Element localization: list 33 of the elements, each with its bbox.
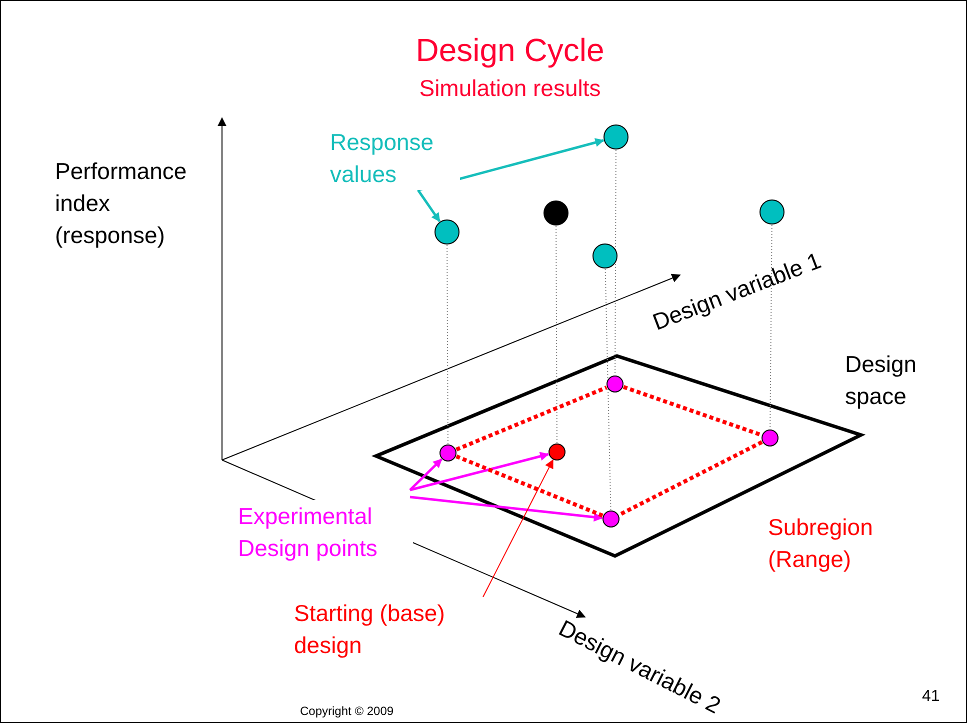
dotted-line: [622, 385, 762, 437]
drop-line: [770, 224, 772, 430]
point-marker: [434, 220, 460, 244]
point-marker: [440, 444, 456, 462]
dotted-line: [456, 386, 608, 452]
point-marker: [762, 430, 778, 446]
title: Design Cycle: [414, 31, 606, 70]
drop-line: [556, 226, 558, 444]
subtitle: Simulation results: [418, 74, 602, 103]
dotted-line: [456, 454, 604, 518]
page-number: 41: [922, 687, 941, 707]
arrow: [410, 452, 550, 492]
point-marker: [544, 200, 568, 226]
point-marker: [602, 510, 620, 528]
point-marker: [604, 124, 628, 150]
drop-line: [446, 244, 448, 444]
arrow: [482, 459, 554, 598]
copyright-note: Copyright © 2009: [300, 703, 394, 719]
callout-label: Experimental Design points: [238, 500, 413, 564]
point-marker: [592, 244, 618, 268]
arrow: [410, 496, 603, 522]
region-label: Subregion (Range): [768, 513, 874, 574]
point-marker: [606, 376, 624, 392]
point-marker: [548, 444, 566, 460]
region-label: Design space: [845, 350, 918, 411]
point-marker: [760, 200, 784, 224]
arrow: [416, 189, 441, 222]
axis-label: Performance index (response): [55, 157, 188, 250]
axis-label: Design variable 1: [648, 246, 826, 338]
dotted-line: [618, 440, 763, 517]
drop-line: [604, 268, 612, 510]
arrow: [409, 458, 442, 491]
drop-line: [614, 150, 616, 376]
